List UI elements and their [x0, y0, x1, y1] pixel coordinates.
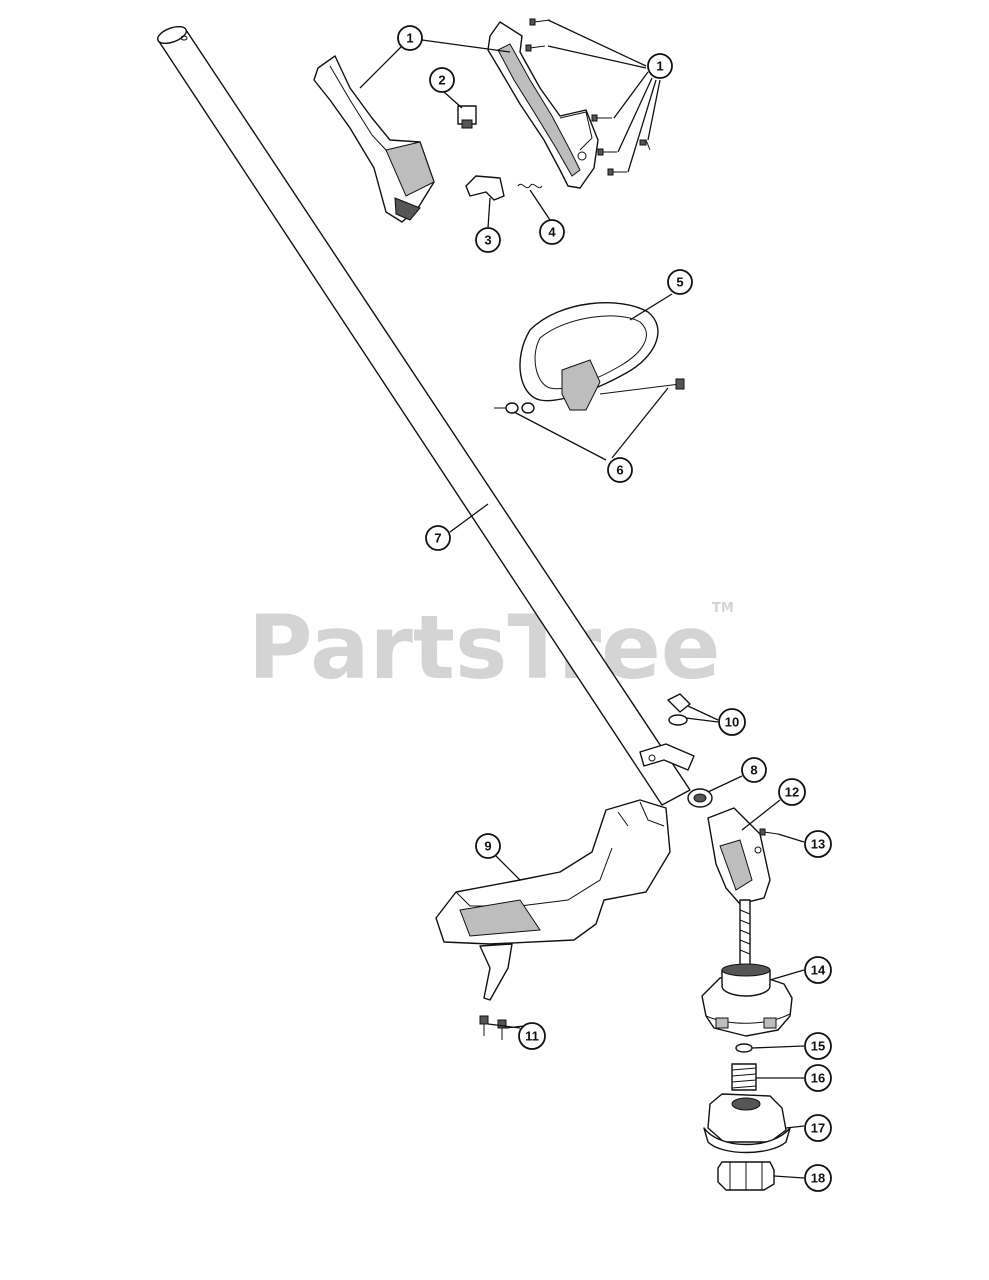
callout-1a: 1	[397, 25, 423, 51]
guard-clamp-part	[639, 743, 695, 771]
gear-head-screw-part	[759, 828, 779, 836]
svg-text:5: 5	[676, 275, 683, 290]
spring-part	[517, 183, 543, 189]
gear-head-part	[707, 807, 771, 905]
callout-7: 7	[425, 525, 451, 551]
svg-text:7: 7	[434, 531, 441, 546]
callout-13: 13	[804, 830, 832, 858]
svg-text:13: 13	[811, 837, 825, 852]
svg-text:9: 9	[484, 839, 491, 854]
shaft-part	[157, 25, 691, 806]
svg-text:17: 17	[811, 1121, 825, 1136]
svg-text:3: 3	[484, 233, 491, 248]
callout-12: 12	[778, 778, 806, 806]
svg-text:4: 4	[548, 225, 556, 240]
svg-text:1: 1	[406, 31, 413, 46]
callout-6: 6	[607, 457, 633, 483]
callout-5: 5	[667, 269, 693, 295]
handle-left-half-part	[313, 55, 435, 223]
svg-text:12: 12	[785, 785, 799, 800]
callout-17: 17	[804, 1114, 832, 1142]
svg-text:8: 8	[750, 763, 757, 778]
callout-4: 4	[539, 219, 565, 245]
callout-8: 8	[741, 757, 767, 783]
svg-text:16: 16	[811, 1071, 825, 1086]
spool-spring-part	[731, 1063, 757, 1091]
callout-1b: 1	[647, 53, 673, 79]
trigger-part	[465, 175, 505, 201]
callout-18: 18	[804, 1164, 832, 1192]
watermark-text: PartsTree	[248, 596, 720, 699]
guard-part	[435, 799, 671, 945]
callout-15: 15	[804, 1032, 832, 1060]
callout-14: 14	[804, 956, 832, 984]
bump-knob-part	[717, 1161, 775, 1191]
assist-handle-hardware-part	[494, 378, 685, 414]
watermark-tm: TM	[712, 601, 734, 616]
svg-text:10: 10	[725, 715, 739, 730]
callout-3: 3	[475, 227, 501, 253]
svg-text:6: 6	[616, 463, 623, 478]
svg-text:14: 14	[811, 963, 826, 978]
svg-text:15: 15	[811, 1039, 825, 1054]
callout-2: 2	[429, 67, 455, 93]
shaft-sleeve-part	[687, 788, 713, 808]
svg-text:18: 18	[811, 1171, 825, 1186]
washer-part	[735, 1043, 753, 1053]
svg-text:11: 11	[525, 1029, 539, 1044]
clamp-hardware-part	[667, 693, 691, 726]
callout-10: 10	[718, 708, 746, 736]
handle-right-half-part	[487, 21, 599, 189]
arbor-bolt-part	[739, 899, 751, 967]
leader-lines	[359, 19, 805, 1179]
switch-part	[457, 105, 477, 129]
assist-handle-part	[519, 302, 659, 411]
handle-screws-part	[525, 18, 651, 176]
svg-text:2: 2	[438, 73, 445, 88]
spool-part	[703, 1093, 791, 1154]
svg-text:1: 1	[656, 59, 663, 74]
callout-16: 16	[804, 1064, 832, 1092]
line-cutter-part	[479, 943, 513, 1040]
callout-11: 11	[518, 1022, 546, 1050]
callout-9: 9	[475, 833, 501, 859]
spool-housing-part	[701, 963, 793, 1037]
